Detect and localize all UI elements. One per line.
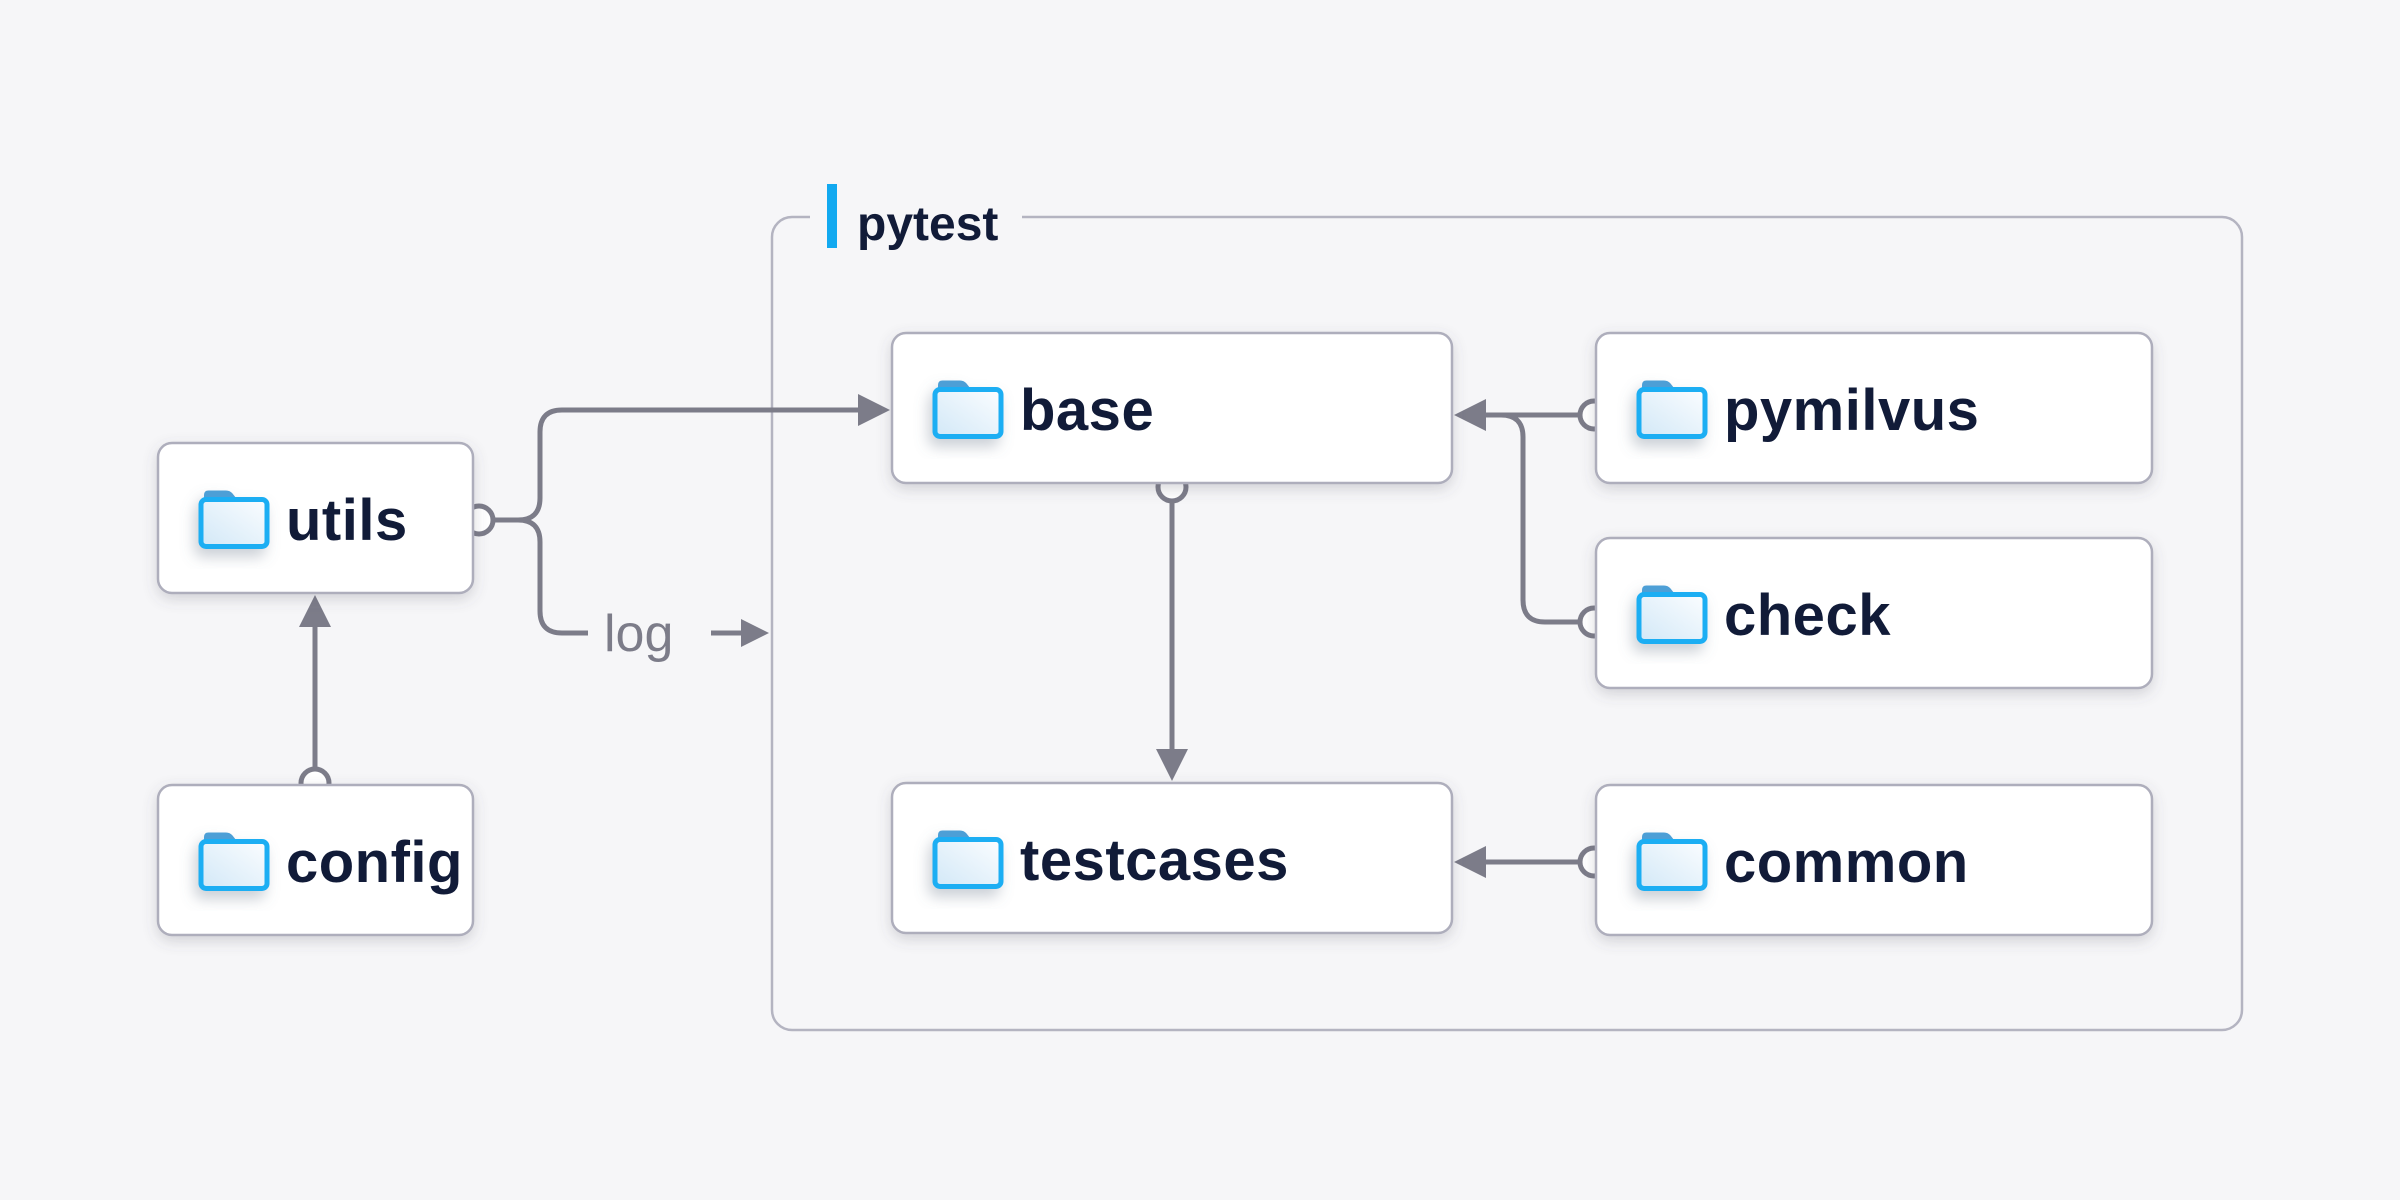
pytest-group-label: pytest bbox=[857, 198, 998, 251]
node-box bbox=[890, 331, 1454, 485]
folder-icon bbox=[1639, 833, 1705, 889]
node-box bbox=[1594, 331, 2154, 485]
node-label: common bbox=[1724, 830, 1969, 895]
edge-config-utils bbox=[298, 595, 332, 800]
edge-pymilvus-base bbox=[1454, 398, 1611, 432]
pytest-accent-bar bbox=[827, 184, 837, 248]
node-utils: utils bbox=[156, 441, 475, 595]
node-testcases: testcases bbox=[890, 781, 1454, 935]
node-label: utils bbox=[286, 488, 408, 553]
node-config: config bbox=[156, 783, 475, 937]
node-label: testcases bbox=[1020, 828, 1289, 893]
node-label: base bbox=[1020, 378, 1154, 443]
node-common: common bbox=[1594, 783, 2154, 937]
arrow-right-icon bbox=[858, 394, 890, 426]
node-check: check bbox=[1594, 536, 2154, 690]
nodes-layer: utils config base pymilvus check testcas… bbox=[156, 331, 2154, 937]
node-pymilvus: pymilvus bbox=[1594, 331, 2154, 485]
pytest-group: pytest bbox=[770, 184, 2244, 1032]
folder-icon bbox=[935, 831, 1001, 887]
arrow-left-icon bbox=[1454, 846, 1486, 878]
log-edge-label: log bbox=[604, 605, 673, 663]
folder-icon bbox=[1639, 586, 1705, 642]
node-box bbox=[156, 783, 475, 937]
node-box bbox=[156, 441, 475, 595]
edge-check-base bbox=[1486, 412, 1611, 639]
node-box bbox=[1594, 783, 2154, 937]
node-base: base bbox=[890, 331, 1454, 485]
edge-utils-log: log bbox=[517, 517, 769, 663]
folder-icon bbox=[1639, 381, 1705, 437]
node-label: config bbox=[286, 830, 463, 895]
edge-common-testcases bbox=[1454, 845, 1611, 879]
arrow-up-icon bbox=[299, 595, 331, 627]
node-label: check bbox=[1724, 583, 1891, 648]
pytest-label-backdrop bbox=[810, 188, 1022, 246]
edge-utils-base bbox=[494, 394, 890, 523]
arrow-down-icon bbox=[1156, 749, 1188, 781]
folder-icon bbox=[935, 381, 1001, 437]
node-box bbox=[1594, 536, 2154, 690]
node-box bbox=[890, 781, 1454, 935]
node-label: pymilvus bbox=[1724, 378, 1979, 443]
arrow-right-icon bbox=[741, 619, 769, 647]
edge-base-testcases bbox=[1155, 470, 1189, 781]
folder-icon bbox=[201, 833, 267, 889]
arrow-left-icon bbox=[1454, 399, 1486, 431]
folder-icon bbox=[201, 491, 267, 547]
pytest-group-border bbox=[770, 215, 2244, 1032]
